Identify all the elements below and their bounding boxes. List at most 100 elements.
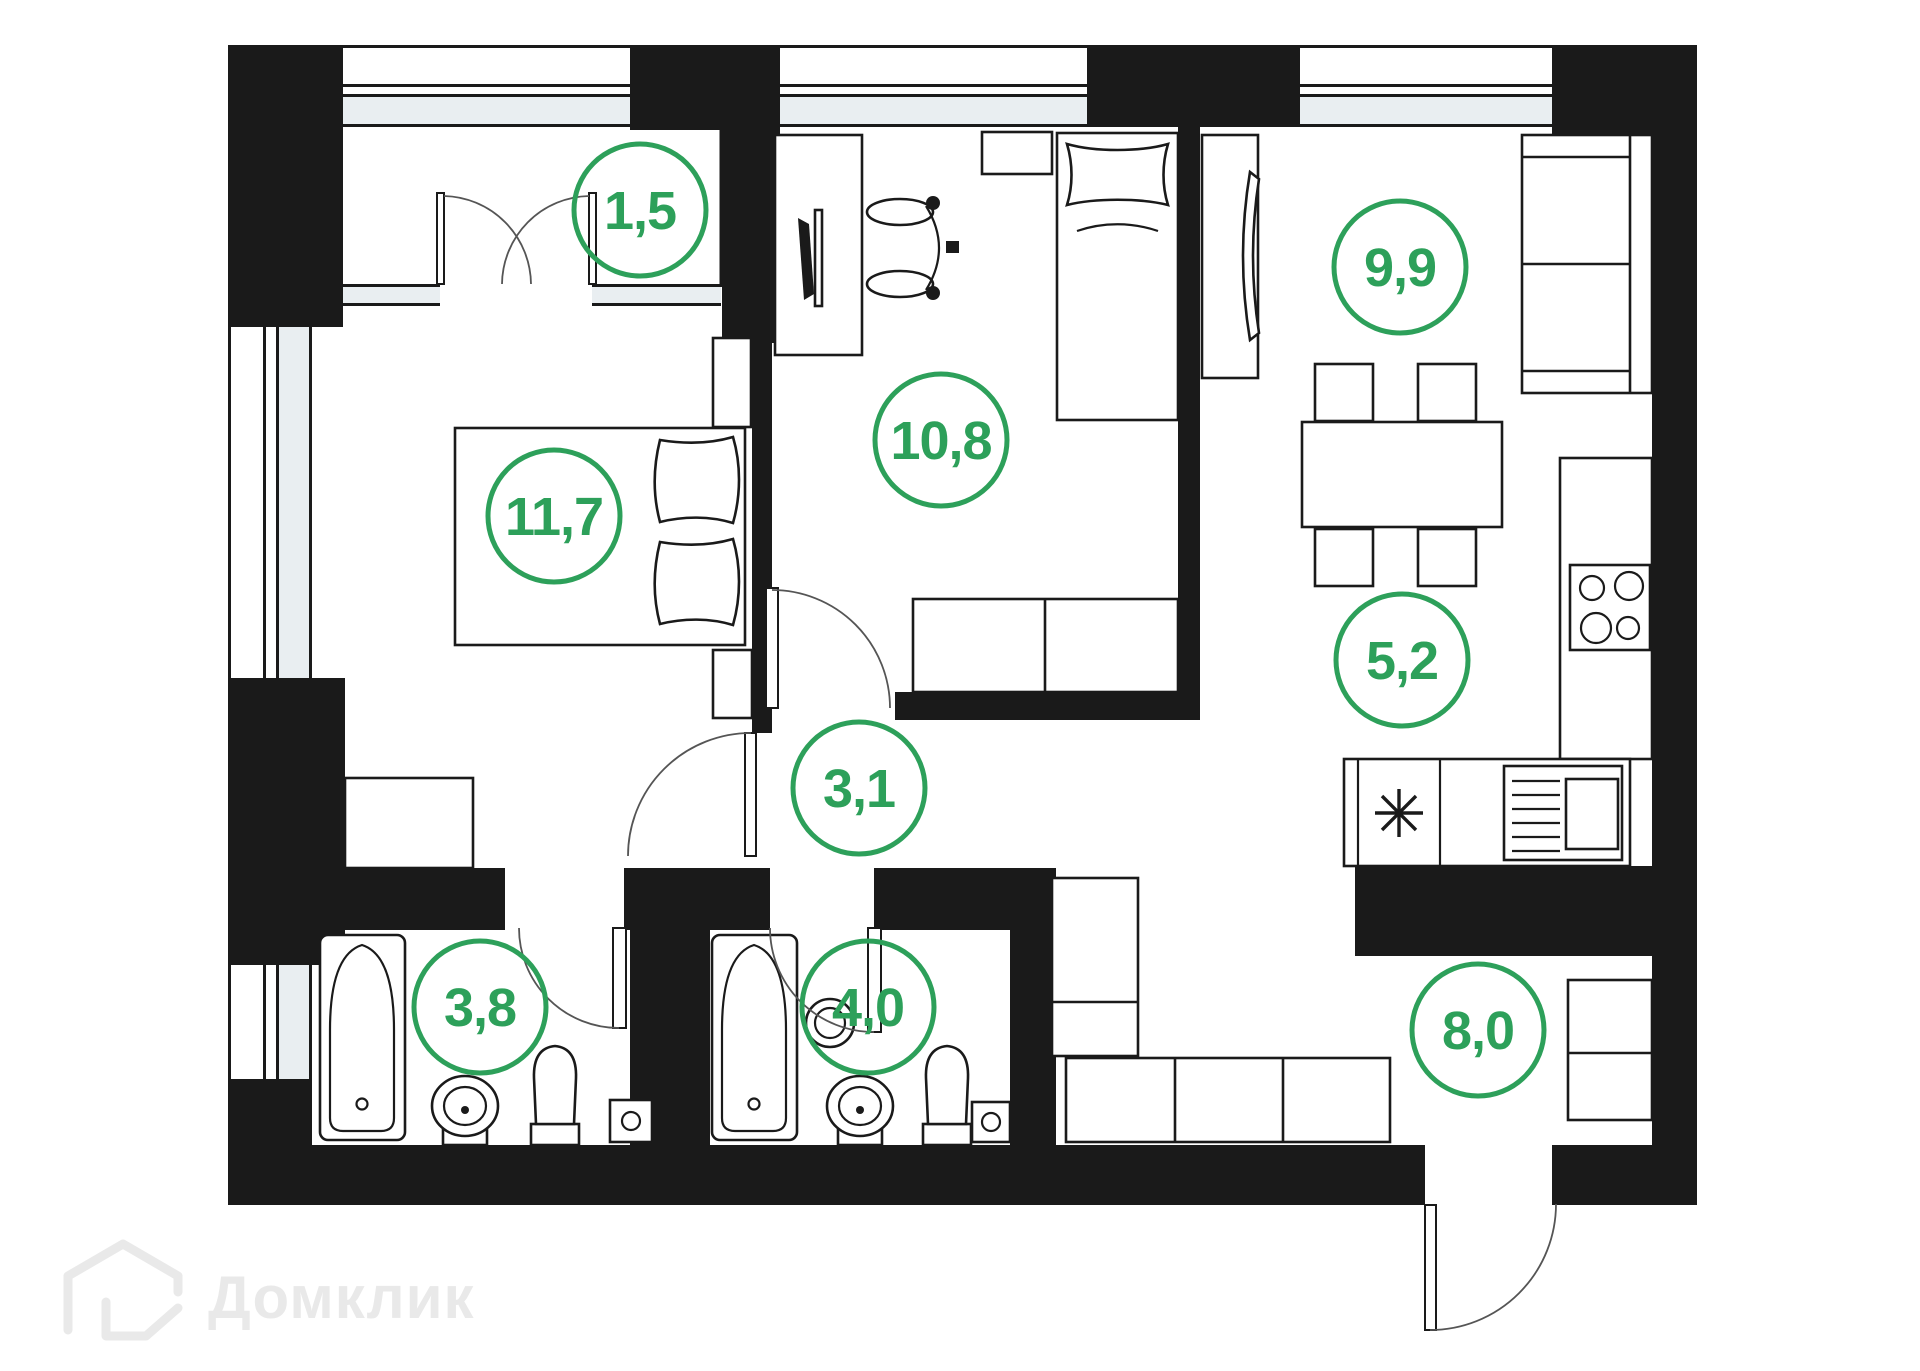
walls <box>228 45 1697 1205</box>
window-frame-line <box>309 327 312 678</box>
window-loggia-inner-band <box>343 130 723 306</box>
room-label-bathroom-second: 4,0 <box>799 938 937 1076</box>
room-label-bedroom-main: 11,7 <box>485 447 623 585</box>
washbasin-inner <box>837 1085 883 1127</box>
entry-hall-furniture <box>1050 876 1654 1144</box>
room-area-value: 10,8 <box>890 411 991 471</box>
drain-circle <box>620 1110 642 1132</box>
window-frame-line <box>276 327 279 678</box>
pillow-icon <box>653 435 741 525</box>
room-label-loggia: 1,5 <box>571 141 709 279</box>
monitor-screen <box>813 208 824 308</box>
window-frame-line <box>343 45 630 48</box>
loggia-double-door <box>436 192 597 285</box>
bathroom-first-door <box>518 927 627 1029</box>
wall-column-loggia <box>722 130 780 343</box>
wall-pillar-top-mid <box>630 45 780 130</box>
window-glass <box>279 965 309 1079</box>
drain-box <box>608 1098 654 1144</box>
room-label-bedroom-second: 10,8 <box>872 371 1010 509</box>
watermark-brand-text: Домклик <box>208 1264 475 1331</box>
window-frame-line <box>343 303 440 306</box>
window-frame-line <box>780 45 1087 48</box>
door-leaf <box>867 927 882 1033</box>
toilet-tank <box>921 1122 973 1147</box>
wall-right <box>1652 45 1697 1205</box>
toilet-icon <box>924 1044 970 1126</box>
dishwasher-vents <box>1512 779 1560 853</box>
chair-lever <box>946 241 959 253</box>
door-swing-arc <box>627 732 752 857</box>
window-bedroom-second <box>780 45 1087 127</box>
window-living-room <box>1300 45 1552 127</box>
nightstand-icon <box>711 336 753 429</box>
window-frame-line <box>343 284 440 287</box>
house-logo-icon <box>63 1239 183 1335</box>
room-area-value: 4,0 <box>832 978 904 1038</box>
bedroom-main-furniture <box>343 336 754 870</box>
room-label-circle <box>1333 591 1471 729</box>
door-leaf <box>588 192 597 285</box>
room-label-circle <box>1409 961 1547 1099</box>
tv-icon <box>1241 169 1261 343</box>
living-room-furniture <box>1200 133 1654 588</box>
kitchen-furniture <box>1342 456 1654 868</box>
room-label-circle <box>1331 198 1469 336</box>
window-left-lower <box>228 965 312 1079</box>
door-swing-arc <box>1429 1203 1557 1331</box>
pillow-icon <box>1065 142 1170 207</box>
bathtub-inner <box>328 943 396 1133</box>
room-area-value: 11,7 <box>505 487 603 547</box>
stove-icon <box>1568 563 1652 652</box>
hall-wardrobe-right <box>1566 978 1654 1122</box>
room-area-value: 3,1 <box>823 759 895 819</box>
room-area-value: 5,2 <box>1366 631 1438 691</box>
window-loggia <box>343 45 630 127</box>
window-frame-line <box>343 84 630 87</box>
dining-table-icon <box>1300 420 1504 529</box>
wall-pillar-top-right <box>1087 45 1300 127</box>
room-area-value: 3,8 <box>444 978 516 1038</box>
chair-armrest <box>865 197 935 227</box>
room-label-circle <box>872 371 1010 509</box>
wall-pillar-top-left <box>228 45 343 327</box>
stove-burner <box>1578 574 1606 602</box>
room-label-living-room: 9,9 <box>1331 198 1469 336</box>
room-area-value: 9,9 <box>1364 238 1436 298</box>
wall-bedroom-second-bottom <box>895 692 1200 720</box>
door-leaf <box>612 927 627 1029</box>
bathtub-drain <box>747 1097 761 1111</box>
window-frame-line <box>343 94 630 97</box>
window-frame-line <box>1300 94 1552 97</box>
monitor-icon <box>798 218 814 300</box>
door-leaf <box>765 587 779 709</box>
room-label-bathroom-first: 3,8 <box>411 938 549 1076</box>
stove-burner <box>1613 570 1645 602</box>
window-frame-line <box>343 124 630 127</box>
room-labels: 1,5 11,7 10,8 9,9 5,2 3,1 3,8 4,0 <box>411 141 1547 1099</box>
bathroom-first-fixtures <box>318 933 654 1147</box>
window-frame-line <box>309 965 312 1079</box>
room-label-circle <box>485 447 623 585</box>
dining-chair-icon <box>1313 362 1375 423</box>
window-frame-line <box>592 284 721 287</box>
window-glass <box>592 287 721 303</box>
stove-burner <box>1579 611 1613 645</box>
bedroom-main-door <box>627 732 757 857</box>
window-frame-line <box>276 965 279 1079</box>
dishwasher-door <box>1564 777 1620 851</box>
window-frame-line <box>263 965 266 1079</box>
dining-chair-icon <box>1313 527 1375 588</box>
wall-bathroom-top-3 <box>874 868 1056 930</box>
office-chair-icon <box>925 205 941 291</box>
door-swing-arc <box>771 589 891 709</box>
dining-chair-icon <box>1416 527 1478 588</box>
door-leaf <box>436 192 445 285</box>
room-area-value: 8,0 <box>1442 1001 1514 1061</box>
room-label-circle <box>411 938 549 1076</box>
wall-bottom-right <box>1552 1145 1652 1205</box>
window-glass <box>780 97 1087 124</box>
door-leaf <box>744 732 757 857</box>
bedroom-second-door <box>765 587 891 709</box>
